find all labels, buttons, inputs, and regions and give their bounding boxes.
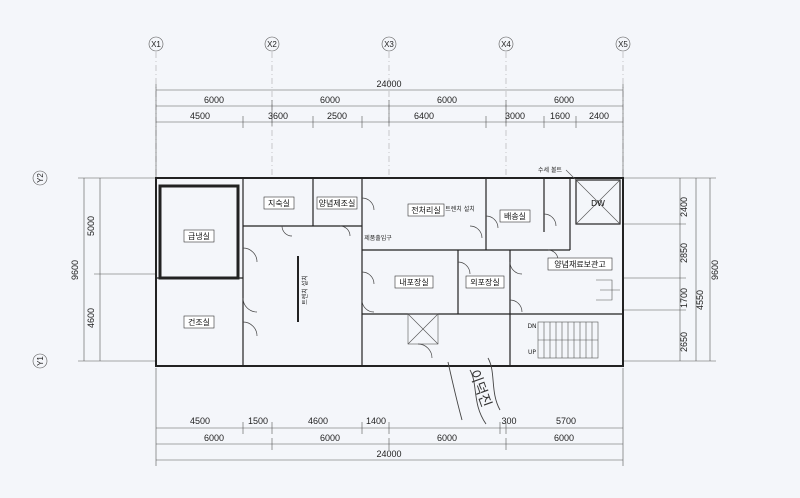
top-sub-dimension: 4500 — [190, 111, 210, 121]
annotation-product-entrance: 제품출입구 — [364, 234, 392, 242]
bottom-bay-dimension: 6000 — [320, 433, 340, 443]
right-sub2-dimension: 4550 — [695, 290, 705, 310]
room-label-dumbwaiter: DW — [591, 199, 605, 208]
room-label-quick-freeze: 급냉실 — [188, 231, 210, 241]
right-sub-dimension: 1700 — [679, 288, 689, 308]
svg-text:X2: X2 — [267, 40, 277, 49]
svg-text:X3: X3 — [384, 40, 394, 49]
grid-marker-x2: X2 — [264, 36, 280, 178]
top-sub-dimension: 2400 — [589, 111, 609, 121]
annotations: 수세 볼트 트렌치 설치 트렌치 설치 제품출입구 DN UP — [301, 166, 577, 356]
right-sub-dimension: 2400 — [679, 197, 689, 217]
stairs — [537, 321, 599, 359]
bottom-sub-dimension: 300 — [501, 416, 516, 426]
grid-marker-y2: Y2 — [32, 170, 48, 186]
right-dimensions: 2400 2850 1700 2650 4550 9600 — [623, 177, 720, 362]
room-labels: 급냉실 건조실 지숙실 양념제조실 전처리실 배송실 내포장실 외포장실 양념재… — [183, 196, 613, 329]
top-bay-dimension: 6000 — [204, 95, 224, 105]
left-sub-dimension: 4600 — [86, 308, 96, 328]
room-label-inner-packing: 내포장실 — [399, 277, 428, 287]
room-label-pretreatment: 전처리실 — [411, 205, 440, 215]
bottom-sub-dimension: 4600 — [308, 416, 328, 426]
bottom-bay-dimension: 6000 — [204, 433, 224, 443]
svg-text:X1: X1 — [151, 40, 161, 49]
top-sub-dimension: 3600 — [268, 111, 288, 121]
bottom-bay-dimension: 6000 — [554, 433, 574, 443]
top-sub-dimension: 3000 — [505, 111, 525, 121]
svg-text:X4: X4 — [501, 40, 511, 49]
room-label-aging: 지숙실 — [268, 198, 290, 208]
left-dimensions: 9600 5000 4600 — [70, 177, 156, 362]
annotation-trench: 트렌치 설치 — [445, 205, 475, 213]
bottom-sub-dimension: 1400 — [366, 416, 386, 426]
room-label-shipping: 배송실 — [504, 211, 526, 221]
bottom-bay-dimension: 6000 — [437, 433, 457, 443]
bottom-dimensions: 4500 1500 4600 1400 300 5700 6000 6000 6… — [155, 368, 624, 466]
left-sub-dimension: 5000 — [86, 216, 96, 236]
right-overall-dimension: 9600 — [710, 260, 720, 280]
grid-row-markers: Y2 Y1 — [32, 170, 48, 369]
room-label-seasoning: 양념제조실 — [319, 198, 356, 208]
top-sub-dimension: 1600 — [550, 111, 570, 121]
room-label-seasoning-storage: 양념재료보관고 — [554, 259, 606, 269]
annotation-stairs-down: DN — [527, 323, 536, 330]
svg-text:X5: X5 — [618, 40, 628, 49]
bottom-overall-dimension: 24000 — [376, 449, 401, 459]
bottom-sub-dimension: 4500 — [190, 416, 210, 426]
right-sub-dimension: 2850 — [679, 243, 689, 263]
top-bay-dimension: 6000 — [320, 95, 340, 105]
right-sub-dimension: 2650 — [679, 332, 689, 352]
grid-marker-x4: X4 — [498, 36, 514, 178]
top-bay-dimension: 6000 — [437, 95, 457, 105]
annotation-trench-corridor: 트렌치 설치 — [301, 275, 309, 305]
annotation-wash-bolt: 수세 볼트 — [538, 166, 562, 174]
grid-marker-x3: X3 — [381, 36, 397, 178]
room-label-outer-packing: 외포장실 — [470, 277, 499, 287]
top-sub-dimension: 2500 — [327, 111, 347, 121]
doors — [242, 197, 559, 359]
svg-text:Y2: Y2 — [36, 173, 45, 183]
top-bay-dimension: 6000 — [554, 95, 574, 105]
left-overall-dimension: 9600 — [70, 260, 80, 280]
bottom-sub-dimension: 1500 — [248, 416, 268, 426]
room-label-drying: 건조실 — [188, 317, 210, 327]
top-overall-dimension: 24000 — [376, 79, 401, 89]
grid-marker-y1: Y1 — [32, 353, 48, 369]
top-sub-dimension: 6400 — [414, 111, 434, 121]
annotation-stairs-up: UP — [528, 349, 536, 356]
bottom-sub-dimension: 5700 — [556, 416, 576, 426]
top-dimensions: 24000 6000 6000 6000 6000 4500 3600 2500… — [155, 79, 624, 178]
svg-text:Y1: Y1 — [36, 356, 45, 366]
walls — [155, 177, 624, 367]
